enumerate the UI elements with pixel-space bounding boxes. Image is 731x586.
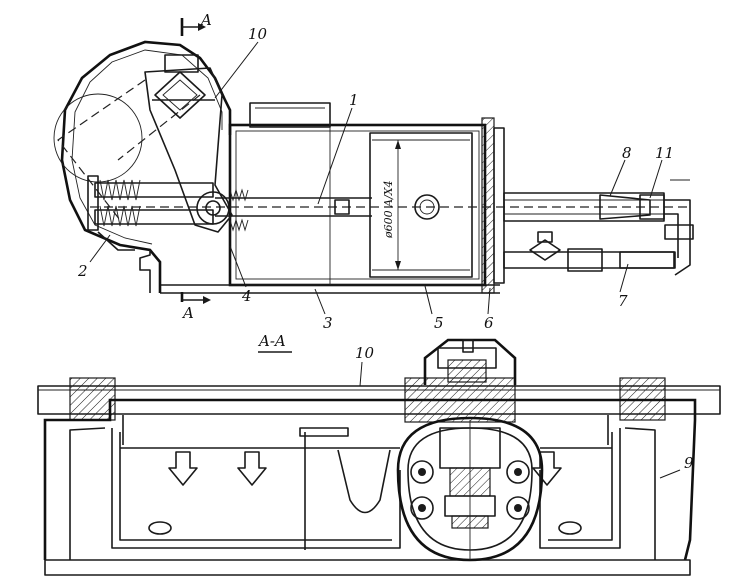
section-title: A-A [259,332,286,350]
part-label-6: 6 [484,314,494,332]
section-markers [180,18,211,304]
frame [43,398,697,576]
gauge-rods [122,415,609,550]
leader-lines [89,41,663,315]
rocker-housing [53,40,232,293]
bearing-cap [423,338,517,385]
crank-housing [396,416,544,562]
rocker-arm [144,54,233,233]
part-label-7: 7 [618,292,628,310]
part-label-11: 11 [655,144,675,162]
cross-section-view [37,338,721,576]
section-leader-lines [359,361,681,479]
part-label-9: 9 [684,454,694,472]
flow-arrows [168,451,562,486]
part-label-3: 3 [323,314,333,332]
spring-assembly [87,175,249,232]
lower-bracket [97,231,151,293]
pipework [503,179,694,276]
part-label-8: 8 [622,144,632,162]
part-label-4: 4 [242,287,252,305]
diameter-label: ø600 A/X4 [382,180,395,238]
longitudinal-view [53,18,694,315]
piston-rod [90,197,690,217]
section-marker-a-bottom: A [183,304,194,322]
part-label-5: 5 [434,314,444,332]
part-label-10-top: 10 [248,25,268,43]
part-label-2: 2 [78,262,88,280]
part-label-1: 1 [349,91,359,109]
part-label-10-section: 10 [355,344,375,362]
diameter-dimension [395,140,401,270]
section-marker-a-top: A [201,11,212,29]
